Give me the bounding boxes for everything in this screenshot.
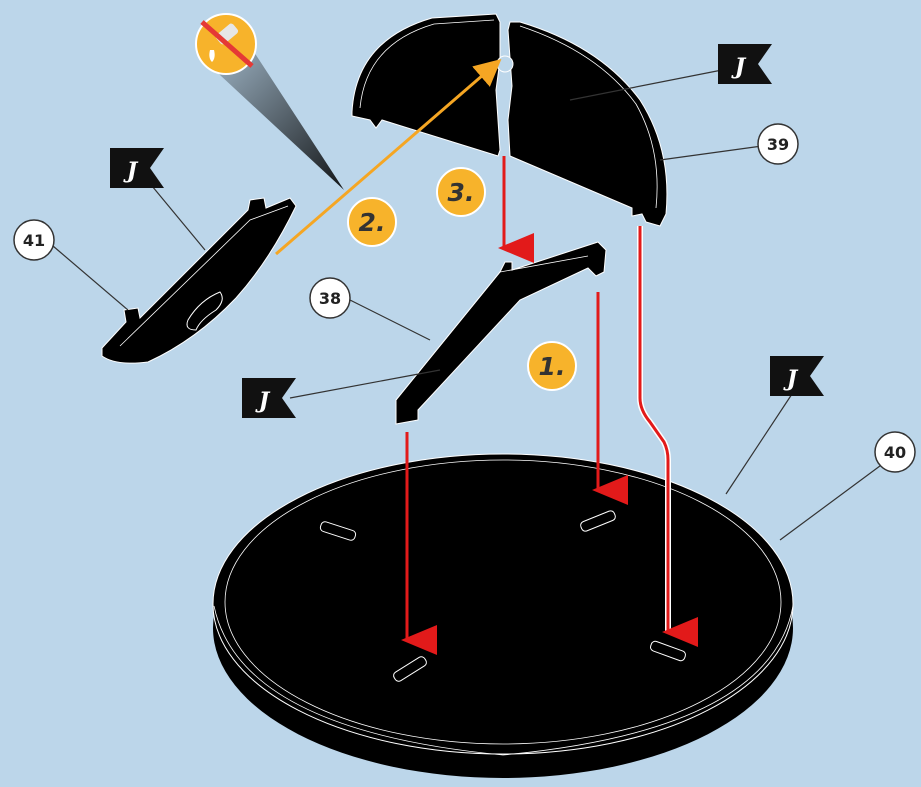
step-number-3: 3. [448, 178, 475, 207]
base-part-40 [213, 454, 793, 778]
step-number-2: 2. [359, 208, 386, 237]
part-41 [102, 198, 296, 363]
step-number-1: 1. [539, 352, 566, 381]
flag-icon: J [110, 148, 164, 188]
part-number-40: 40 [884, 443, 906, 462]
flag-icon: J [770, 356, 824, 396]
step-badge-3: 3. [437, 168, 485, 216]
step-badge-1: 1. [528, 342, 576, 390]
flag-icon: J [242, 378, 296, 418]
part-number-38: 38 [319, 289, 341, 308]
flag-icon: J [718, 44, 772, 84]
callout-part-39: 39 [758, 124, 798, 164]
step-badge-2: 2. [348, 198, 396, 246]
part-number-39: 39 [767, 135, 789, 154]
callout-part-40: 40 [875, 432, 915, 472]
callout-part-38: 38 [310, 278, 350, 318]
part-39 [352, 14, 667, 226]
no-glue-icon [196, 14, 344, 190]
callout-part-41: 41 [14, 220, 54, 260]
part-38 [396, 242, 606, 424]
part-number-41: 41 [23, 231, 45, 250]
